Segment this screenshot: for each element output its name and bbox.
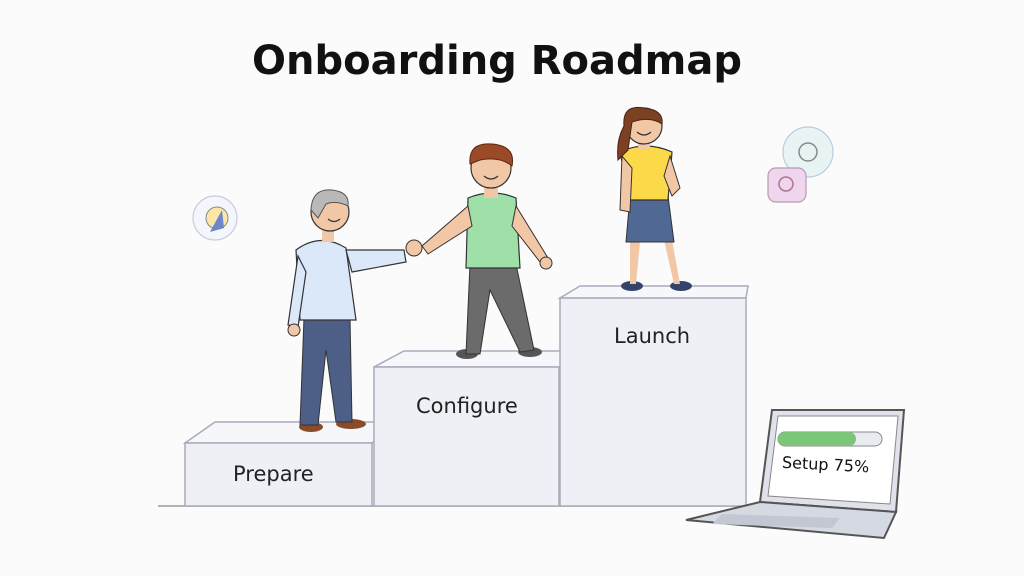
step-prepare <box>182 421 401 507</box>
step-label-configure: Configure <box>416 394 518 418</box>
laptop <box>685 409 906 540</box>
step-configure <box>373 350 589 507</box>
page-title: Onboarding Roadmap <box>252 38 742 84</box>
handshake <box>405 239 423 257</box>
person-boy <box>421 143 553 359</box>
chat-icon <box>767 167 807 203</box>
step-label-launch: Launch <box>614 324 691 348</box>
step-launch <box>557 285 749 507</box>
compass-icon <box>192 195 238 241</box>
support-icon <box>782 126 834 178</box>
setup-progress-fill <box>778 432 856 446</box>
step-label-prepare: Prepare <box>233 462 314 486</box>
person-girl <box>617 106 692 291</box>
person-older-man <box>287 189 407 432</box>
